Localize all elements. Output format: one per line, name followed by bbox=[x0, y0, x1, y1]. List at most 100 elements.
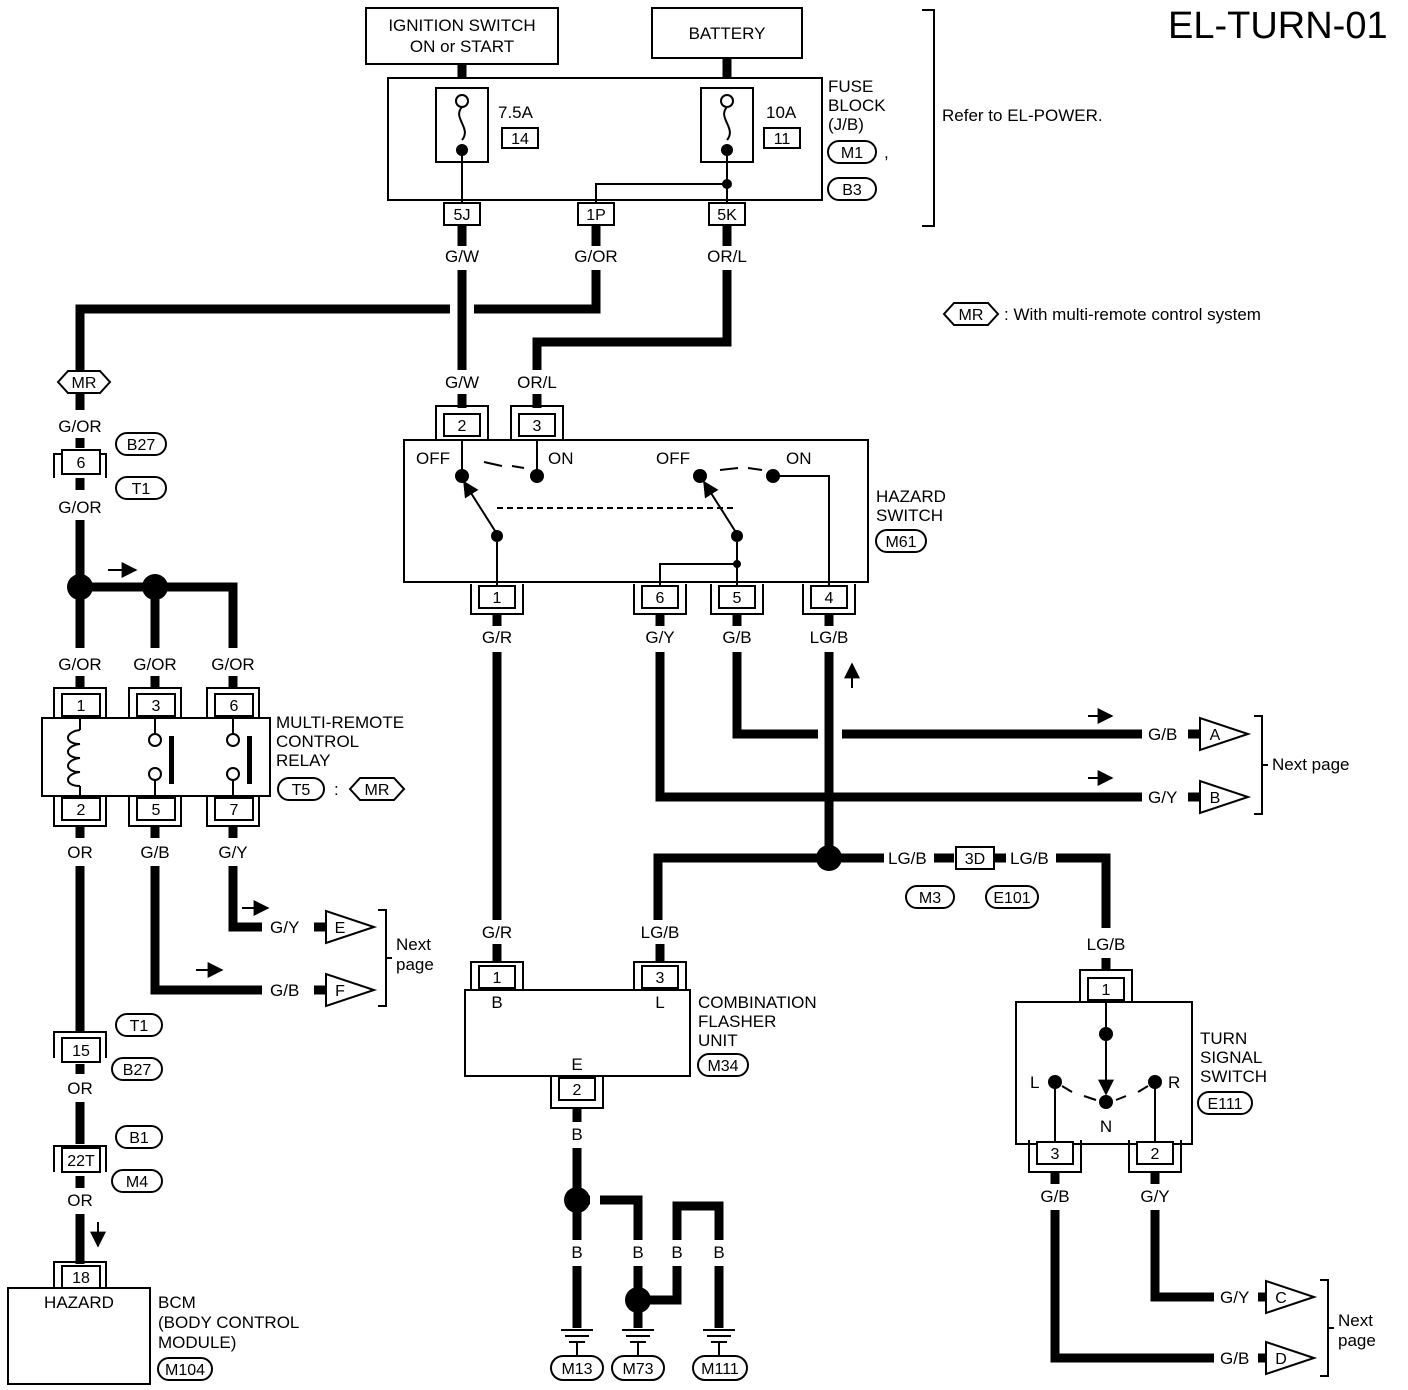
conn-b1: B1 bbox=[129, 1130, 149, 1147]
wire-turn-outputs: G/B G/B D G/Y G/Y C Next page bbox=[1040, 1172, 1376, 1377]
terminal-1p: 1P bbox=[586, 207, 606, 224]
wire-label-gw-2: G/W bbox=[445, 373, 479, 392]
conn-b27-bottom: B27 bbox=[123, 1062, 152, 1079]
bcm-conn-m104: M104 bbox=[165, 1362, 205, 1379]
relay-label-1: MULTI-REMOTE bbox=[276, 713, 404, 732]
turn-pos-r: R bbox=[1168, 1073, 1180, 1092]
mr-tag: MR bbox=[72, 375, 97, 392]
turn-signal-switch: 1 L R N 3 2 TURN SIGNAL SWITCH E111 bbox=[1015, 969, 1267, 1173]
relay-pin-3: 3 bbox=[152, 698, 161, 715]
wire-gb-hazard: G/B G/B bbox=[722, 614, 1177, 744]
bcm-label-1: BCM bbox=[158, 1293, 196, 1312]
flasher-label-3: UNIT bbox=[698, 1031, 738, 1050]
hazard-pin-3: 3 bbox=[533, 418, 542, 435]
wire-label-gw-1: G/W bbox=[445, 247, 479, 266]
ignition-label-1: IGNITION SWITCH bbox=[388, 16, 535, 35]
flasher-pin-1: 1 bbox=[493, 970, 502, 987]
next-ef-line2: page bbox=[396, 955, 434, 974]
multi-remote-relay: 1 3 6 2 5 7 MULTI-REMOTE CONTROL RELAY bbox=[41, 687, 406, 827]
wire-label-gor-r6: G/OR bbox=[211, 655, 254, 674]
turn-pin-1: 1 bbox=[1102, 982, 1111, 999]
wire-label-gb-f: G/B bbox=[270, 981, 299, 1000]
offpage-a: A bbox=[1188, 716, 1252, 752]
conn-m4: M4 bbox=[126, 1174, 148, 1191]
conn-e101: E101 bbox=[993, 890, 1030, 907]
wire-label-lgb-3d-right: LG/B bbox=[1010, 849, 1049, 868]
conn-15: 15 bbox=[72, 1043, 90, 1060]
turn-pos-n: N bbox=[1100, 1117, 1112, 1136]
page-title: EL-TURN-01 bbox=[1168, 5, 1388, 47]
wire-gw: G/W G/W bbox=[445, 225, 479, 408]
ground-m111: M111 bbox=[701, 1361, 739, 1378]
next-cd-line1: Next bbox=[1338, 1311, 1373, 1330]
turn-label-1: TURN bbox=[1200, 1029, 1247, 1048]
hazard-on-1: ON bbox=[548, 449, 574, 468]
conn-6: 6 bbox=[77, 455, 86, 472]
battery-box: BATTERY bbox=[651, 7, 803, 59]
wire-label-lgb-hazard: LG/B bbox=[810, 628, 849, 647]
relay-pin-1: 1 bbox=[77, 698, 86, 715]
wire-label-b-3: B bbox=[632, 1243, 643, 1262]
combination-flasher: 1 3 B L E 2 COMBINATION FLASHER UNIT M34 bbox=[464, 961, 817, 1109]
mr-legend: MR : With multi-remote control system bbox=[942, 302, 1261, 326]
fuse-block-label-1: FUSE bbox=[828, 77, 873, 96]
wire-label-or-2: OR bbox=[67, 1079, 93, 1098]
conn-3d: 3D bbox=[965, 851, 985, 868]
offpage-b: B bbox=[1188, 779, 1252, 815]
offpage-e-label: E bbox=[335, 920, 346, 937]
wire-label-gy-hazard: G/Y bbox=[645, 628, 674, 647]
hazard-on-2: ON bbox=[786, 449, 812, 468]
flasher-label-1: COMBINATION bbox=[698, 993, 817, 1012]
fuse-right-rating: 10A bbox=[766, 103, 797, 122]
hazard-label-1: HAZARD bbox=[876, 487, 946, 506]
fuse-block-conn-b3: B3 bbox=[842, 182, 862, 199]
wire-gor-top: G/OR bbox=[75, 225, 618, 370]
relay-pin-5: 5 bbox=[152, 802, 161, 819]
wire-label-orl-2: OR/L bbox=[517, 373, 557, 392]
wire-gr: G/R G/R bbox=[482, 614, 512, 962]
turn-label-2: SIGNAL bbox=[1200, 1048, 1262, 1067]
wire-orl: OR/L OR/L bbox=[517, 225, 747, 408]
wire-label-gb-hazard: G/B bbox=[722, 628, 751, 647]
bcm-label-3: MODULE) bbox=[158, 1333, 236, 1352]
fuse-block: 7.5A 14 10A 11 5J 1P 5K FUSE BLOCK (J/B)… bbox=[387, 9, 1103, 227]
hazard-conn-m61: M61 bbox=[885, 534, 916, 551]
terminal-5j: 5J bbox=[454, 207, 471, 224]
wire-gb-relay: G/B G/B F bbox=[140, 826, 378, 1008]
bcm-hazard: HAZARD bbox=[44, 1293, 114, 1312]
wire-label-b-1: B bbox=[571, 1125, 582, 1144]
hazard-off-2: OFF bbox=[656, 449, 690, 468]
wire-label-gor-top: G/OR bbox=[574, 247, 617, 266]
wire-label-gor-r3: G/OR bbox=[133, 655, 176, 674]
wire-label-gb-a: G/B bbox=[1148, 725, 1177, 744]
battery-label: BATTERY bbox=[689, 24, 766, 43]
wire-label-or-1: OR bbox=[67, 843, 93, 862]
hazard-switch: 2 3 OFF ON OFF ON 1 6 bbox=[403, 405, 946, 615]
wire-gy-hazard: G/Y G/Y bbox=[645, 614, 1177, 807]
wire-label-gy-turn: G/Y bbox=[1140, 1187, 1169, 1206]
ignition-switch-box: IGNITION SWITCH ON or START bbox=[365, 7, 559, 65]
fuse-block-comma: , bbox=[884, 143, 889, 162]
flasher-pin-b: B bbox=[491, 993, 502, 1012]
fuse-left-rating: 7.5A bbox=[498, 103, 534, 122]
wire-or: OR 15 T1 B27 OR 22T B1 M4 OR bbox=[53, 826, 163, 1264]
wire-label-gb-d: G/B bbox=[1220, 1349, 1249, 1368]
hazard-pin-6: 6 bbox=[656, 590, 665, 607]
turn-label-3: SWITCH bbox=[1200, 1067, 1267, 1086]
fuse-block-conn-m1: M1 bbox=[841, 145, 863, 162]
wire-label-gb-turn: G/B bbox=[1040, 1187, 1069, 1206]
flasher-pin-e: E bbox=[571, 1055, 582, 1074]
wire-label-gr-2: G/R bbox=[482, 923, 512, 942]
flasher-label-2: FLASHER bbox=[698, 1012, 776, 1031]
wire-label-b-2: B bbox=[571, 1243, 582, 1262]
wire-label-gy-e: G/Y bbox=[270, 918, 299, 937]
flasher-pin-3: 3 bbox=[656, 970, 665, 987]
conn-t1-bottom: T1 bbox=[130, 1018, 149, 1035]
bcm-pin-18: 18 bbox=[72, 1270, 90, 1287]
wire-label-b-5: B bbox=[713, 1243, 724, 1262]
bcm: 18 HAZARD BCM (BODY CONTROL MODULE) M104 bbox=[7, 1261, 299, 1385]
offpage-b-label: B bbox=[1210, 790, 1221, 807]
ignition-label-2: ON or START bbox=[410, 37, 514, 56]
fuse-right-number: 11 bbox=[774, 131, 791, 148]
